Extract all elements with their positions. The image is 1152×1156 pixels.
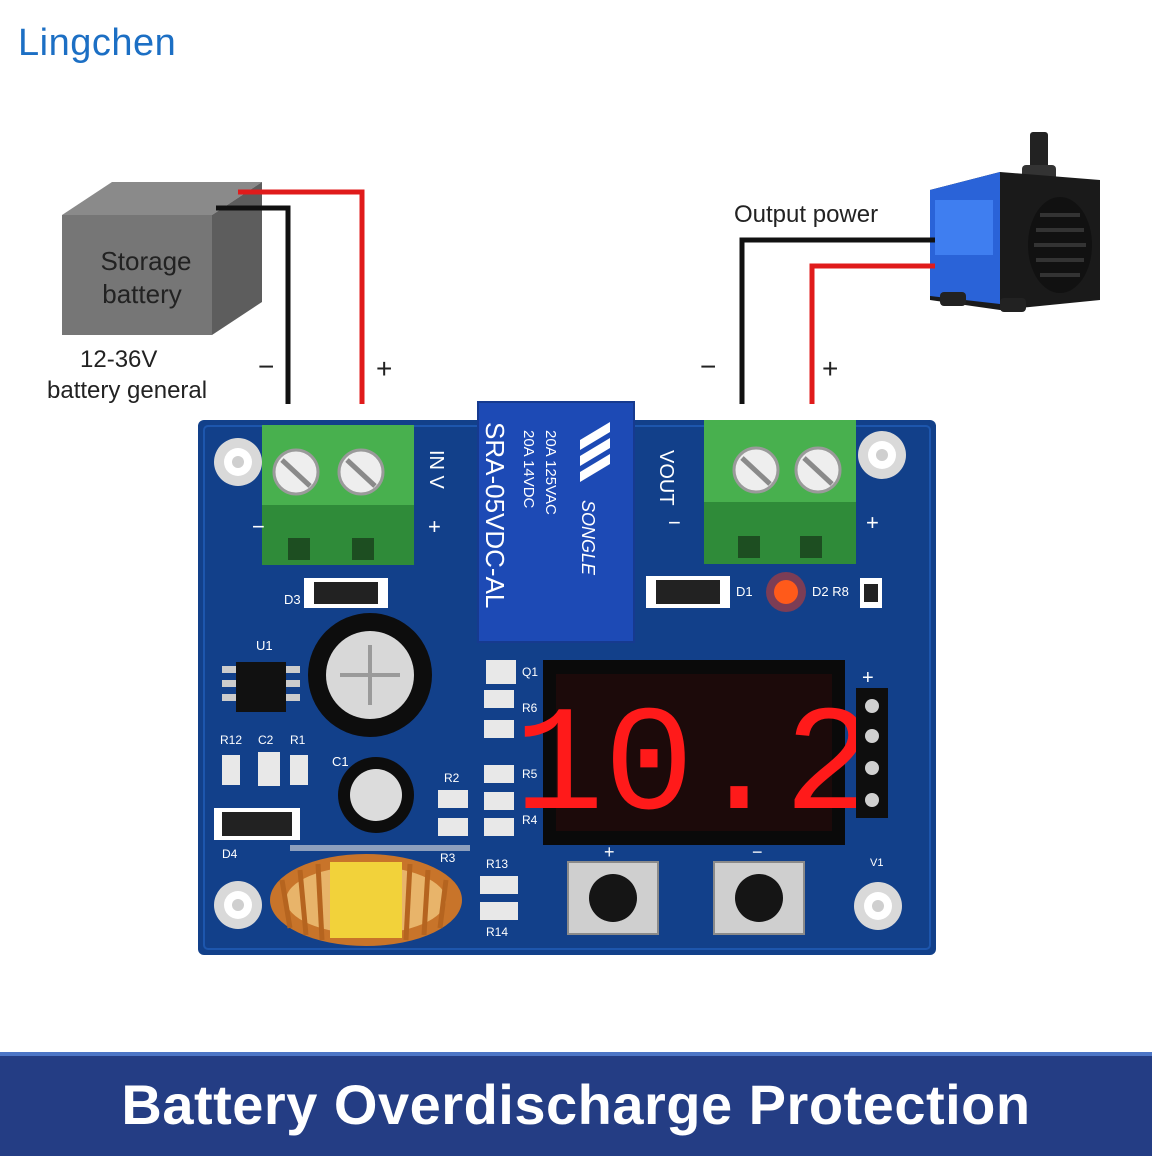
title-banner: Battery Overdischarge Protection bbox=[0, 1052, 1152, 1156]
r13-silk: R13 bbox=[486, 857, 508, 871]
battery-minus-sign: − bbox=[258, 351, 274, 382]
c2-silk: C2 bbox=[258, 733, 274, 747]
out-plus-silk: + bbox=[866, 510, 879, 535]
smd-resistors bbox=[222, 660, 518, 920]
plus-button-silk: + bbox=[604, 842, 615, 862]
d1-silk: D1 bbox=[736, 584, 753, 599]
output-plus-sign: + bbox=[822, 353, 838, 384]
r2-silk: R2 bbox=[444, 771, 460, 785]
water-pump bbox=[930, 132, 1100, 312]
power-led bbox=[774, 580, 798, 604]
r5-silk: R5 bbox=[522, 767, 538, 781]
product-illustration: Storage battery 12-36V battery general −… bbox=[47, 132, 1100, 955]
mounting-holes bbox=[214, 431, 906, 930]
toroid-inductor bbox=[270, 845, 470, 946]
r6-silk: R6 bbox=[522, 701, 538, 715]
display-readout: 10.2 bbox=[514, 684, 874, 854]
d4-silk: D4 bbox=[222, 847, 238, 861]
r3-silk: R3 bbox=[440, 851, 456, 865]
output-positive-wire bbox=[809, 263, 935, 404]
v1-silk: V1 bbox=[870, 857, 883, 869]
output-minus-sign: − bbox=[700, 351, 716, 382]
minus-button-silk: − bbox=[752, 842, 763, 862]
header-pins bbox=[856, 688, 888, 818]
seven-segment-display: 10.2 bbox=[514, 660, 874, 854]
small-capacitor bbox=[338, 757, 414, 833]
vout-silk: VOUT bbox=[655, 450, 677, 506]
relay-rating2: 20A 125VAC bbox=[542, 430, 559, 515]
in-v-silk: IN V bbox=[425, 450, 447, 490]
d3-silk: D3 bbox=[284, 592, 301, 607]
battery-label-line1: Storage bbox=[100, 246, 191, 276]
d2-silk: D2 R8 bbox=[812, 584, 849, 599]
battery-label-line2: battery bbox=[102, 279, 182, 309]
u1-silk: U1 bbox=[256, 638, 273, 653]
output-power-label: Output power bbox=[734, 201, 878, 228]
r12-silk: R12 bbox=[220, 733, 242, 747]
battery-plus-sign: + bbox=[376, 353, 392, 384]
output-negative-wire bbox=[739, 237, 935, 404]
in-minus-silk: − bbox=[252, 514, 265, 539]
c1-silk: C1 bbox=[332, 754, 349, 769]
battery-positive-wire bbox=[238, 189, 365, 404]
u1-chip bbox=[222, 662, 300, 712]
r4-silk: R4 bbox=[522, 813, 538, 827]
plus-button[interactable] bbox=[567, 861, 659, 935]
output-terminal-block bbox=[704, 420, 856, 564]
battery-voltage-line2: battery general bbox=[47, 377, 207, 404]
battery-negative-wire bbox=[216, 205, 291, 404]
large-capacitor bbox=[308, 613, 432, 737]
battery-voltage-line1: 12-36V bbox=[80, 346, 157, 373]
pcb-board: IN V − + VOUT − + SRA-05VDC-AL 20A 14VDC… bbox=[198, 401, 936, 955]
input-terminal-block bbox=[262, 425, 414, 565]
relay-rating1: 20A 14VDC bbox=[520, 430, 537, 509]
r1-silk: R1 bbox=[290, 733, 306, 747]
minus-button[interactable] bbox=[713, 861, 805, 935]
banner-title: Battery Overdischarge Protection bbox=[121, 1073, 1031, 1136]
relay: SRA-05VDC-AL 20A 14VDC 20A 125VAC SONGLE bbox=[477, 401, 635, 643]
text-label: Lingchen bbox=[18, 22, 177, 64]
storage-battery: Storage battery bbox=[62, 182, 262, 335]
brand-logo: Lingchen bbox=[18, 22, 176, 65]
relay-model: SRA-05VDC-AL bbox=[480, 422, 510, 608]
out-minus-silk: − bbox=[668, 510, 681, 535]
relay-brand: SONGLE bbox=[578, 500, 598, 576]
in-plus-silk: + bbox=[428, 514, 441, 539]
q1-silk: Q1 bbox=[522, 665, 538, 679]
r14-silk: R14 bbox=[486, 925, 508, 939]
header-plus-silk: + bbox=[862, 667, 874, 689]
